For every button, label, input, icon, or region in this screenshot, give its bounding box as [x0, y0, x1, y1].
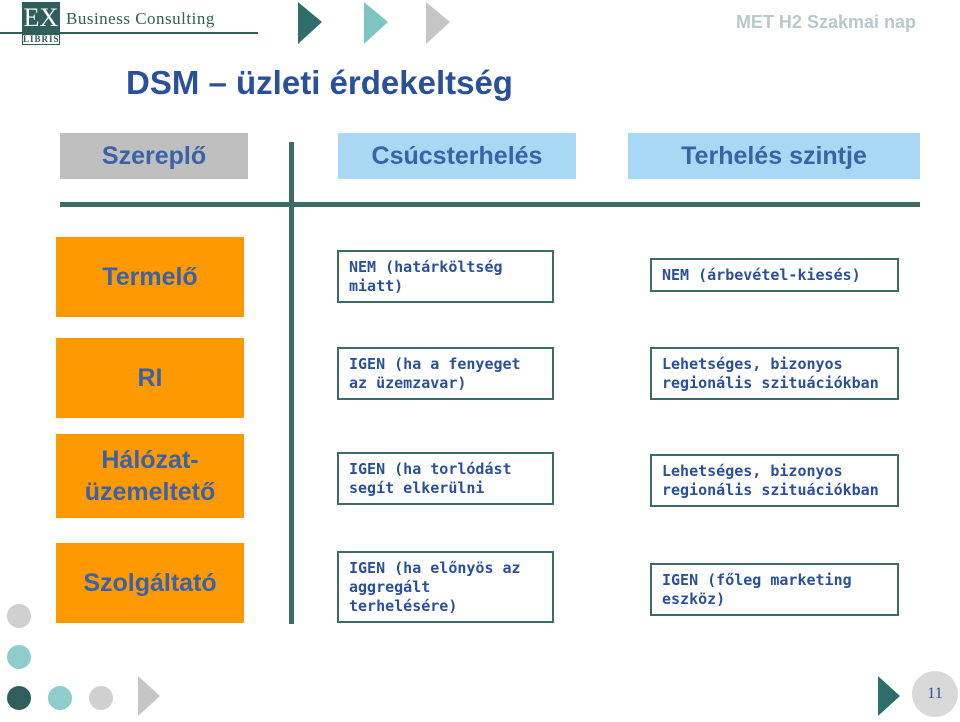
cell-ri-level: Lehetséges, bizonyos regionális szituáci… — [650, 347, 899, 400]
decor-dot-icon — [7, 645, 31, 669]
slide-title: DSM – üzleti érdekeltség — [126, 64, 513, 101]
role-ri: RI — [56, 338, 244, 418]
logo-libris: LIBRIS — [22, 34, 60, 45]
role-supplier: Szolgáltató — [56, 543, 244, 623]
header-arrows-icon — [298, 2, 450, 44]
cell-supplier-level: IGEN (főleg marketing eszköz) — [650, 563, 899, 616]
page-number: 11 — [912, 671, 958, 717]
cell-network-operator-peak: IGEN (ha torlódást segít elkerülni — [337, 452, 554, 505]
column-header-load-level: Terhelés szintje — [628, 133, 920, 179]
decor-dot-icon — [89, 686, 113, 710]
cell-ri-peak: IGEN (ha a fenyeget az üzemzavar) — [337, 347, 554, 400]
cell-producer-peak: NEM (határköltség miatt) — [337, 250, 554, 303]
table-horizontal-rule — [60, 202, 920, 207]
footer-arrow-gray-icon — [138, 676, 160, 716]
column-header-peak-load: Csúcsterhelés — [338, 133, 576, 179]
role-producer: Termelő — [56, 237, 244, 317]
cell-network-operator-level: Lehetséges, bizonyos regionális szituáci… — [650, 454, 899, 507]
header-rule — [0, 32, 258, 34]
logo-ex: EX — [22, 2, 60, 34]
cell-supplier-peak: IGEN (ha előnyös az aggregált terhelésér… — [337, 551, 554, 623]
decor-dot-icon — [7, 604, 31, 628]
table-vertical-rule — [289, 142, 294, 624]
decor-dot-icon — [7, 686, 31, 710]
presentation-title: MET H2 Szakmai nap — [735, 12, 916, 32]
cell-producer-level: NEM (árbevétel-kiesés) — [650, 258, 899, 292]
column-header-actor: Szereplő — [60, 133, 248, 179]
logo-text: Business Consulting — [66, 9, 215, 28]
role-network-operator: Hálózat- üzemeltető — [56, 434, 244, 518]
decor-dot-icon — [48, 686, 72, 710]
footer-arrow-teal-icon — [878, 676, 900, 716]
